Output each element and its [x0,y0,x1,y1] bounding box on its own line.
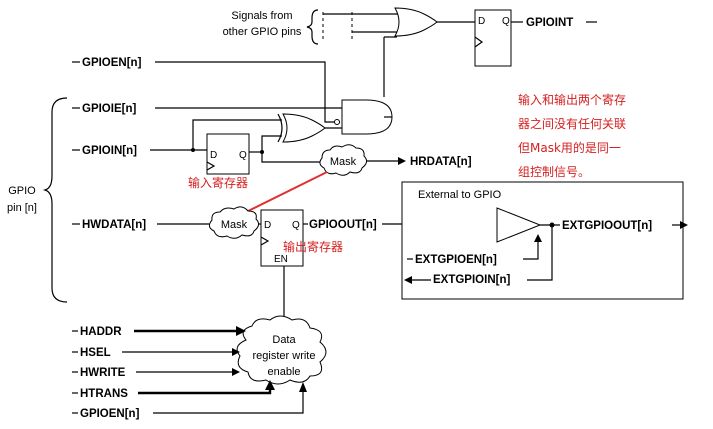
input-register-note: 输入寄存器 [188,175,248,190]
extgpioout-output: EXTGPIOOUT[n] [562,220,652,232]
clock-icon [206,161,216,171]
note-line-3: 但Mask用的是同一 [518,140,621,155]
arrow-icon [232,368,240,376]
dreg-label-2: register write [253,350,316,362]
svg-text:D: D [264,220,271,231]
xor-gate [282,113,326,143]
gpioin-input: GPIOIN[n] [82,145,137,157]
gpio-pin-label-1: GPIO [8,185,36,197]
external-label: External to GPIO [418,189,502,201]
arrow-icon [265,380,275,390]
note-line-2: 器之间没有任何关联 [518,116,626,131]
gpioie-input: GPIOIE[n] [82,103,136,115]
gpioen-control-input: GPIOEN[n] [80,408,140,420]
arrow-icon [236,326,246,336]
gpioen-input: GPIOEN[n] [82,57,142,69]
hwdata-input: HWDATA[n] [82,219,146,231]
clock-icon [474,36,484,48]
signals-from-label-1: Signals from [231,10,292,22]
hrdata-output: HRDATA[n] [410,156,472,168]
clock-icon [260,236,270,246]
gpioout-output: GPIOOUT[n] [309,219,377,231]
note-line-1: 输入和输出两个寄存 [518,92,626,107]
arrow-icon [299,382,307,392]
output-register-flipflop [260,209,304,267]
arrow-icon [680,221,688,229]
extgpioen-input: EXTGPIOEN[n] [415,254,497,266]
mask-cloud-1 [319,144,368,176]
output-register-note: 输出寄存器 [283,239,343,254]
gpio-pin-brace [42,97,68,303]
svg-text:Q: Q [239,150,247,161]
mask-label-2: Mask [221,219,248,231]
hsel-input: HSEL [80,347,111,359]
arrow-icon [534,234,542,242]
mask-cloud-2 [208,206,260,239]
svg-text:D: D [210,150,217,161]
signals-from-label-2: other GPIO pins [223,26,302,38]
or-gate [394,7,438,37]
gpioint-output: GPIOINT [526,17,573,29]
hwrite-input: HWRITE [80,367,126,379]
tristate-buffer [496,207,542,243]
gpio-pin-label-2: pin [n] [7,202,37,214]
svg-text:Q: Q [292,220,300,231]
gpioint-flipflop [474,9,512,67]
svg-text:EN: EN [274,254,288,265]
input-register-flipflop [206,133,250,175]
htrans-input: HTRANS [80,388,128,400]
arrow-icon [398,157,406,165]
haddr-input: HADDR [80,326,122,338]
arrow-icon [404,276,412,284]
inverter-bubble [334,119,340,125]
annotation-line [235,171,328,218]
dreg-label-1: Data [272,334,296,346]
dreg-label-3: enable [267,366,300,378]
arrow-icon [232,348,240,356]
note-line-4: 组控制信号。 [518,165,590,179]
svg-text:D: D [478,16,485,27]
svg-text:Q: Q [502,16,510,27]
extgpioin-input: EXTGPIOIN[n] [433,274,510,286]
data-register-write-enable-cloud [236,315,327,385]
mask-label-1: Mask [330,156,357,168]
signals-brace [306,9,319,45]
